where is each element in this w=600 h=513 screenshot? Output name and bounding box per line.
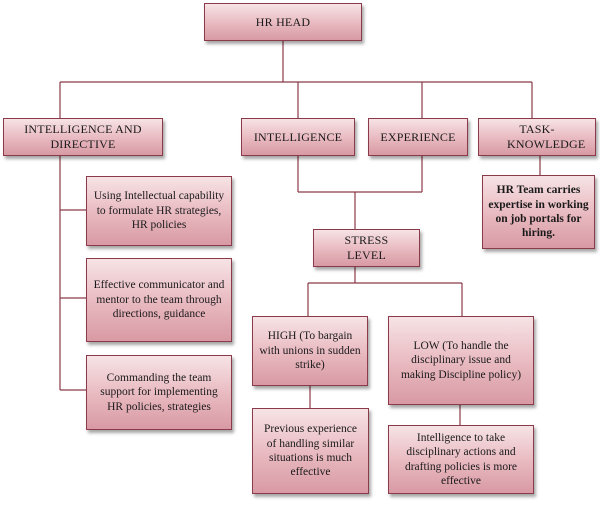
hr-head-node: HR HEAD <box>204 3 362 41</box>
intelligence-directive-label: INTELLIGENCE AND DIRECTIVE <box>24 122 142 151</box>
hr-head-label: HR HEAD <box>255 14 311 29</box>
commanding-text: Commanding the team support for implemen… <box>100 371 218 413</box>
high-node: HIGH (To bargain with unions in sudden s… <box>252 316 368 386</box>
previous-experience-text: Previous experience of handling similar … <box>264 423 357 479</box>
communicator-node: Effective communicator and mentor to the… <box>86 258 232 342</box>
task-knowledge-node: TASK-KNOWLEDGE <box>478 118 596 156</box>
high-text: HIGH (To bargain with unions in sudden s… <box>259 330 361 372</box>
commanding-node: Commanding the team support for implemen… <box>86 355 232 430</box>
low-node: LOW (To handle the disciplinary issue an… <box>388 316 534 405</box>
intelligence-action-text: Intelligence to take disciplinary action… <box>404 431 518 487</box>
stress-level-label: STRESS LEVEL <box>344 233 389 262</box>
experience-node: EXPERIENCE <box>368 118 468 156</box>
communicator-text: Effective communicator and mentor to the… <box>93 279 225 321</box>
intelligence-node: INTELLIGENCE <box>241 118 355 156</box>
experience-label: EXPERIENCE <box>380 129 456 144</box>
intelligence-action-node: Intelligence to take disciplinary action… <box>388 425 534 494</box>
intelligence-label: INTELLIGENCE <box>253 129 343 144</box>
stress-level-node: STRESS LEVEL <box>313 229 420 267</box>
previous-experience-node: Previous experience of handling similar … <box>252 408 369 494</box>
hr-team-text: HR Team carries expertise in working on … <box>488 184 589 240</box>
low-text: LOW (To handle the disciplinary issue an… <box>400 339 522 381</box>
hr-team-node: HR Team carries expertise in working on … <box>482 175 595 249</box>
task-knowledge-label: TASK-KNOWLEDGE <box>507 122 586 151</box>
intellectual-capability-node: Using Intellectual capability to formula… <box>86 176 232 246</box>
intelligence-directive-node: INTELLIGENCE AND DIRECTIVE <box>3 118 163 156</box>
intellectual-capability-text: Using Intellectual capability to formula… <box>93 190 225 232</box>
